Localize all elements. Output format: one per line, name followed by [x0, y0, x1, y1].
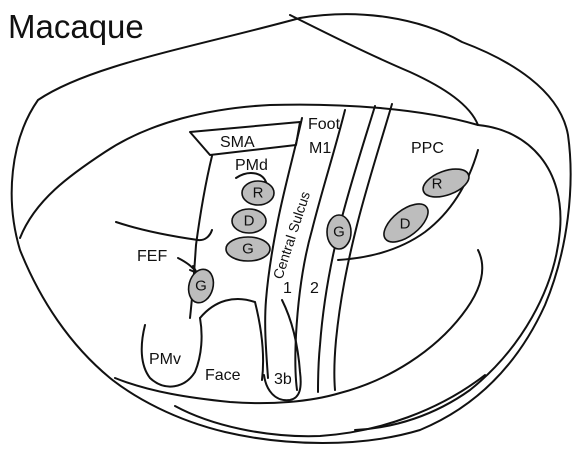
face-label: Face: [205, 367, 241, 384]
s1-g-label: G: [333, 224, 345, 241]
ppc-boundary: [338, 150, 478, 260]
temporal-fold: [175, 375, 485, 436]
ppc-d-label: D: [400, 216, 411, 233]
pmv-label: PMv: [149, 351, 181, 368]
area-3b-label: 3b: [274, 371, 292, 388]
pmd-g-label: G: [242, 241, 254, 258]
m1-label: M1: [309, 140, 331, 157]
central-sulcus-label: Central Sulcus: [270, 189, 313, 281]
area-1-label: 1: [283, 280, 292, 297]
lower-fold: [115, 250, 482, 403]
figure-title: Macaque: [8, 8, 144, 46]
area-2-label: 2: [310, 280, 319, 297]
sma-label: SMA: [220, 134, 255, 151]
ppc-r-label: R: [432, 176, 443, 193]
ppc-label: PPC: [411, 140, 444, 157]
fef-pointer: [178, 258, 196, 272]
fef-label: FEF: [137, 248, 167, 265]
pmv-g-label: G: [195, 278, 207, 295]
pmd-label: PMd: [235, 157, 268, 174]
pmd-r-label: R: [253, 185, 264, 202]
pmd-d-label: D: [244, 213, 255, 230]
ppc-r-oval: [419, 164, 472, 203]
foot-label: Foot: [308, 116, 341, 133]
